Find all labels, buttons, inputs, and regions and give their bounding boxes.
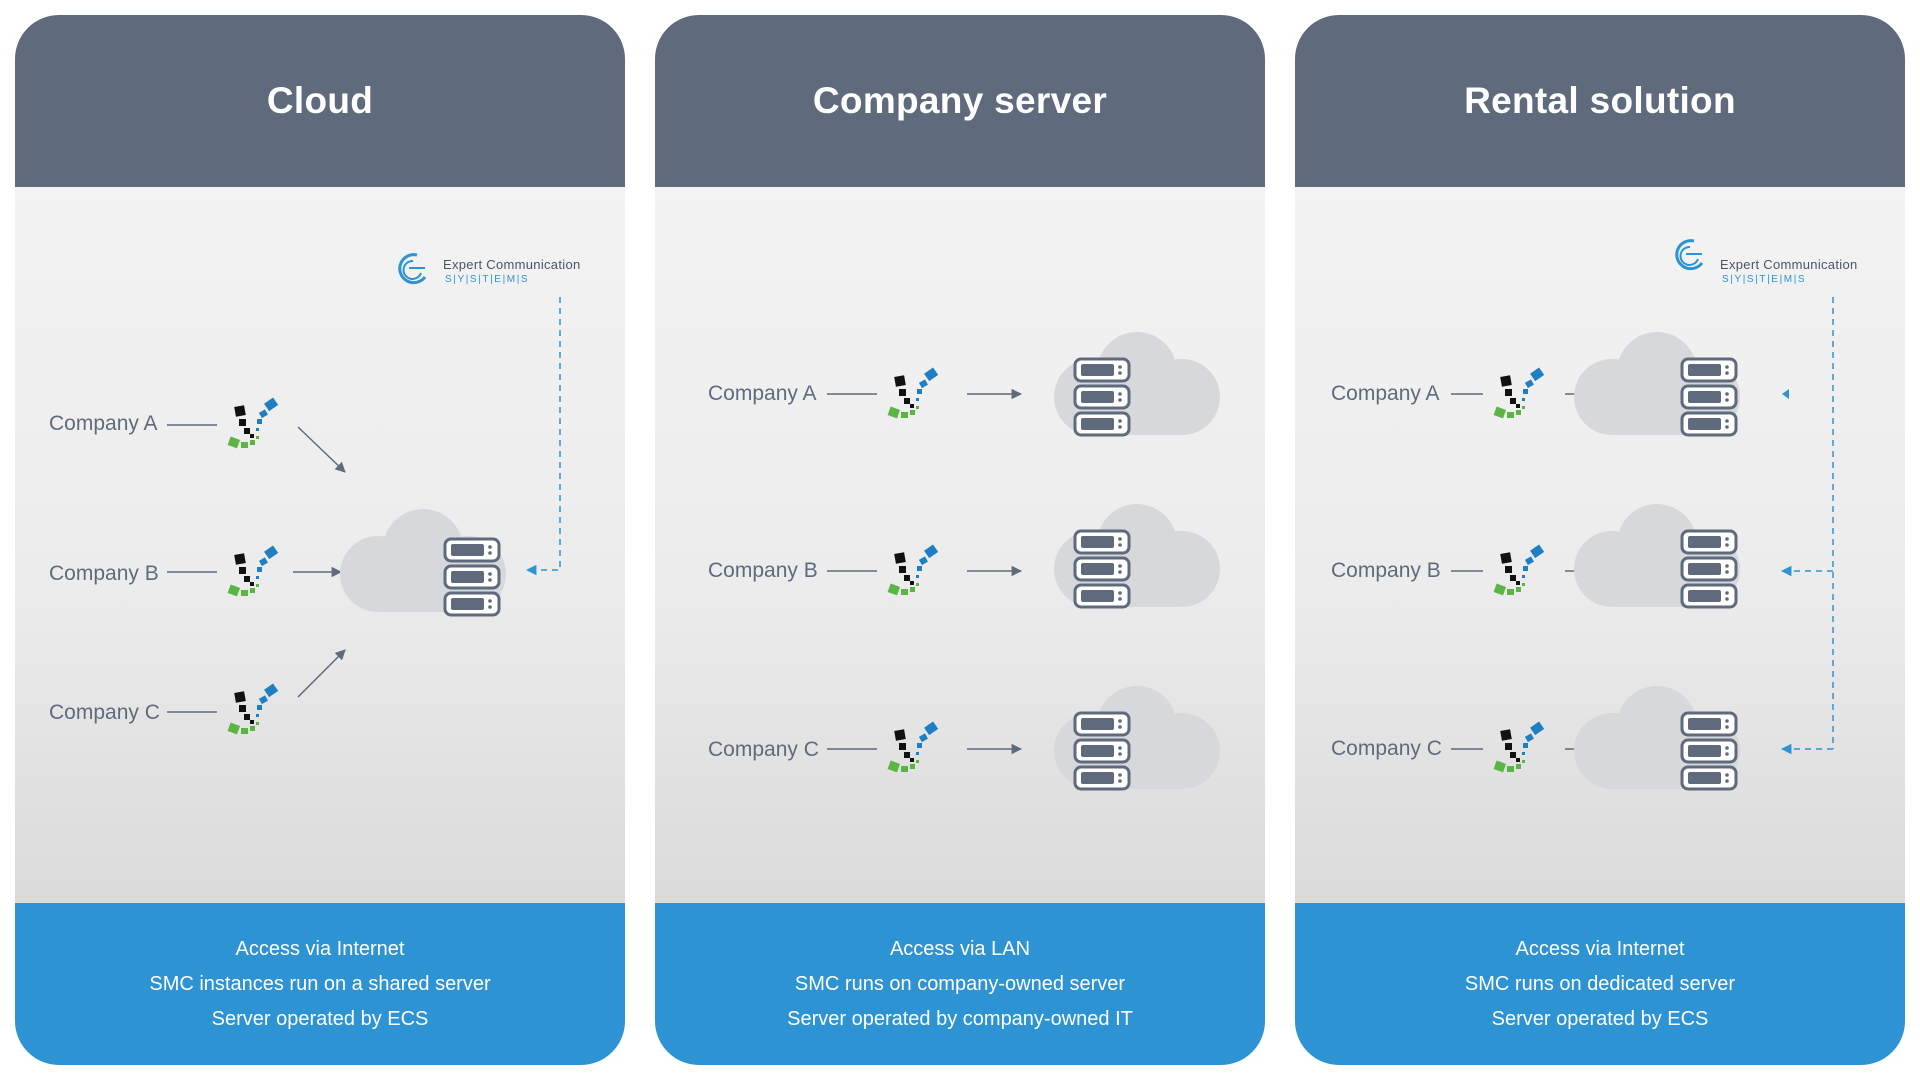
ecs-dashed-connector: [525, 297, 561, 576]
cloud-server-icon: [1574, 504, 1740, 609]
cloud-server-icon: [1054, 686, 1220, 791]
ecs-logo-title: Expert Communication: [443, 257, 581, 272]
footer-line: SMC runs on dedicated server: [1464, 972, 1736, 995]
footer-line: Access via LAN: [889, 937, 1031, 960]
panel-header: Rental solution: [1295, 15, 1905, 187]
smc-logo-icon: [227, 683, 279, 735]
ecs-logo: Expert Communication S|Y|S|T|E|M|S: [398, 253, 581, 285]
footer-line: Access via Internet: [1515, 937, 1685, 960]
panel-footer: Access via Internet SMC runs on dedicate…: [1295, 903, 1905, 1065]
panel-company-server: Company server Company A Company B Compa…: [655, 15, 1265, 1065]
panel-body: Expert Communication S|Y|S|T|E|M|S Compa…: [15, 187, 625, 903]
company-label-c: Company C: [1331, 737, 1442, 760]
smc-logo-icon: [887, 367, 939, 419]
panel-title: Rental solution: [1464, 80, 1736, 121]
footer-line: SMC instances run on a shared server: [149, 972, 491, 995]
ecs-arrowhead-a: [1782, 389, 1789, 399]
panel-header: Cloud: [15, 15, 625, 187]
rental-diagram: Expert Communication S|Y|S|T|E|M|S Compa…: [1331, 239, 1858, 791]
company-label-b: Company B: [1331, 559, 1441, 582]
company-c-arrow: [297, 649, 346, 698]
company-label-b: Company B: [708, 559, 818, 582]
footer-line: Server operated by company-owned IT: [787, 1007, 1133, 1030]
cloud-server-icon: [1054, 504, 1220, 609]
ecs-logo-icon: [1675, 239, 1704, 271]
panel-body: Expert Communication S|Y|S|T|E|M|S Compa…: [1295, 187, 1905, 903]
company-label-a: Company A: [708, 382, 817, 405]
company-label-c: Company C: [708, 738, 819, 761]
smc-logo-icon: [227, 545, 279, 597]
cloud-server-icon: [1574, 686, 1740, 791]
footer-line: Server operated by ECS: [1491, 1007, 1709, 1030]
footer-line: Access via Internet: [235, 937, 405, 960]
ecs-logo: Expert Communication S|Y|S|T|E|M|S: [1675, 239, 1858, 285]
cloud-diagram: Expert Communication S|Y|S|T|E|M|S Compa…: [49, 253, 581, 735]
panel-footer: Access via LAN SMC runs on company-owned…: [655, 903, 1265, 1065]
cloud-server-icon: [1054, 332, 1220, 437]
panel-body: Company A Company B Company C: [655, 187, 1265, 903]
panel-title: Cloud: [266, 80, 374, 121]
ecs-logo-title: Expert Communication: [1720, 257, 1858, 272]
ecs-logo-subtitle: S|Y|S|T|E|M|S: [445, 274, 529, 285]
smc-logo-icon: [1493, 721, 1545, 773]
smc-logo-icon: [887, 721, 939, 773]
smc-logo-icon: [227, 397, 279, 449]
ecs-logo-subtitle: S|Y|S|T|E|M|S: [1722, 274, 1806, 285]
ecs-logo-icon: [398, 253, 427, 285]
panel-title: Company server: [812, 80, 1108, 121]
panel-rental-solution: Rental solution Expert Communication S|Y…: [1295, 15, 1905, 1065]
smc-logo-icon: [887, 544, 939, 596]
smc-logo-icon: [1493, 544, 1545, 596]
footer-line: Server operated by ECS: [211, 1007, 429, 1030]
panel-header: Company server: [655, 15, 1265, 187]
company-label-a: Company A: [49, 412, 158, 435]
panel-cloud: Cloud Expert Communication S|Y|S|T|E|M|S…: [15, 15, 625, 1065]
company-a-arrow: [297, 426, 346, 473]
smc-logo-icon: [1493, 367, 1545, 419]
company-server-diagram: Company A Company B Company C: [708, 332, 1220, 791]
panel-footer: Access via Internet SMC instances run on…: [15, 903, 625, 1065]
company-label-c: Company C: [49, 701, 160, 724]
footer-line: SMC runs on company-owned server: [794, 972, 1126, 995]
cloud-server-icon: [1574, 332, 1740, 437]
cloud-server-icon: [340, 509, 506, 617]
company-label-a: Company A: [1331, 382, 1440, 405]
company-label-b: Company B: [49, 562, 159, 585]
